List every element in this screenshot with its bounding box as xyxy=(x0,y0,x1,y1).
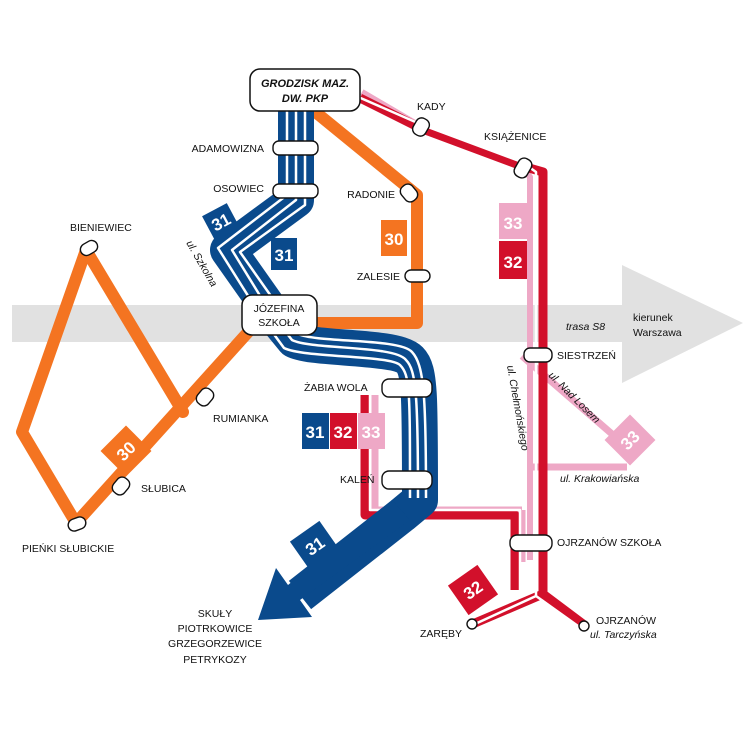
label-slubica: SŁUBICA xyxy=(141,483,186,495)
stop-zareby xyxy=(466,618,478,630)
hub-grodzisk-line2: DW. PKP xyxy=(282,93,329,105)
label-kady: KADY xyxy=(417,101,446,113)
svg-text:31: 31 xyxy=(306,423,325,442)
badge-32-b: 32 xyxy=(330,413,357,449)
route-31-arrow xyxy=(258,500,410,620)
badge-33-a: 33 xyxy=(499,203,527,239)
label-zalesie: ZALESIE xyxy=(357,271,400,283)
badge-33-c: 33 xyxy=(604,414,656,466)
label-rumianka: RUMIANKA xyxy=(213,413,268,425)
label-ksiazenice: KSIĄŻENICE xyxy=(484,130,546,143)
badge-31-a: 31 xyxy=(202,203,240,241)
label-trasa: trasa S8 xyxy=(566,321,605,333)
label-kierunek: kierunek xyxy=(633,312,673,324)
badge-30-b: 30 xyxy=(100,425,152,477)
badge-30-a: 30 xyxy=(381,220,407,256)
route-30-lines xyxy=(16,104,423,529)
stop-osowiec xyxy=(272,183,319,199)
dest-31-2: PIOTRKOWICE xyxy=(178,623,253,635)
label-chelmonskiego: ul. Chełmońskiego xyxy=(504,364,531,451)
stop-zalesie xyxy=(404,269,431,283)
badge-32-c: 32 xyxy=(447,564,499,616)
label-pienki: PIEŃKI SŁUBICKIE xyxy=(22,542,114,555)
stop-kady xyxy=(411,117,431,137)
stop-ojrzanow-szkola xyxy=(509,534,553,552)
svg-text:30: 30 xyxy=(385,230,404,249)
stop-slubica xyxy=(111,476,131,496)
svg-text:32: 32 xyxy=(504,253,523,272)
stop-zabia-wola xyxy=(381,378,433,398)
label-nad-losem: ul. Nad Losem xyxy=(546,370,603,427)
stop-ksiazenice xyxy=(513,157,533,179)
stop-kalen xyxy=(381,470,433,490)
stop-ojrzanow xyxy=(578,620,590,632)
svg-text:33: 33 xyxy=(362,423,381,442)
label-kalen: KALEŃ xyxy=(340,473,374,486)
label-zabia-wola: ŻABIA WOLA xyxy=(304,381,368,394)
dest-31-4: PETRYKOZY xyxy=(183,654,246,666)
stop-radonie xyxy=(399,183,419,203)
label-ojrzanow-1: OJRZANÓW xyxy=(596,614,656,627)
label-ojrzanow-2: ul. Tarczyńska xyxy=(590,629,657,641)
hub-jozefina xyxy=(241,294,318,336)
badge-31-c: 31 xyxy=(302,413,329,449)
label-zareby: ZARĘBY xyxy=(420,628,462,640)
label-siestrzen: SIESTRZEŃ xyxy=(557,349,616,362)
hub-grodzisk xyxy=(249,68,361,112)
dest-31-1: SKUŁY xyxy=(198,608,232,620)
badge-32-a: 32 xyxy=(499,241,527,279)
svg-text:32: 32 xyxy=(334,423,353,442)
badge-31-b: 31 xyxy=(271,238,297,270)
label-warszawa: Warszawa xyxy=(633,327,682,339)
stop-siestrzen xyxy=(523,347,553,363)
stop-adamowizna xyxy=(272,140,319,156)
badge-33-b: 33 xyxy=(358,413,385,449)
label-osowiec: OSOWIEC xyxy=(213,183,264,195)
label-ojrzanow-szkola: OJRZANÓW SZKOŁA xyxy=(557,536,661,549)
label-adamowizna: ADAMOWIZNA xyxy=(192,143,264,155)
label-krakowianska: ul. Krakowiańska xyxy=(560,473,640,485)
hub-jozefina-line1: JÓZEFINA xyxy=(254,302,305,315)
label-radonie: RADONIE xyxy=(347,189,395,201)
stop-rumianka xyxy=(195,387,215,407)
label-bieniewiec: BIENIEWIEC xyxy=(70,222,132,234)
stop-markers xyxy=(67,117,590,632)
badge-31-d: 31 xyxy=(289,520,341,572)
stop-bieniewiec xyxy=(79,239,99,257)
svg-text:33: 33 xyxy=(504,214,523,233)
dest-31-3: GRZEGORZEWICE xyxy=(168,638,262,650)
hub-grodzisk-line1: GRODZISK MAZ. xyxy=(261,78,349,90)
stop-pienki xyxy=(67,516,87,532)
hub-jozefina-line2: SZKOŁA xyxy=(258,317,299,329)
svg-text:31: 31 xyxy=(275,246,294,265)
